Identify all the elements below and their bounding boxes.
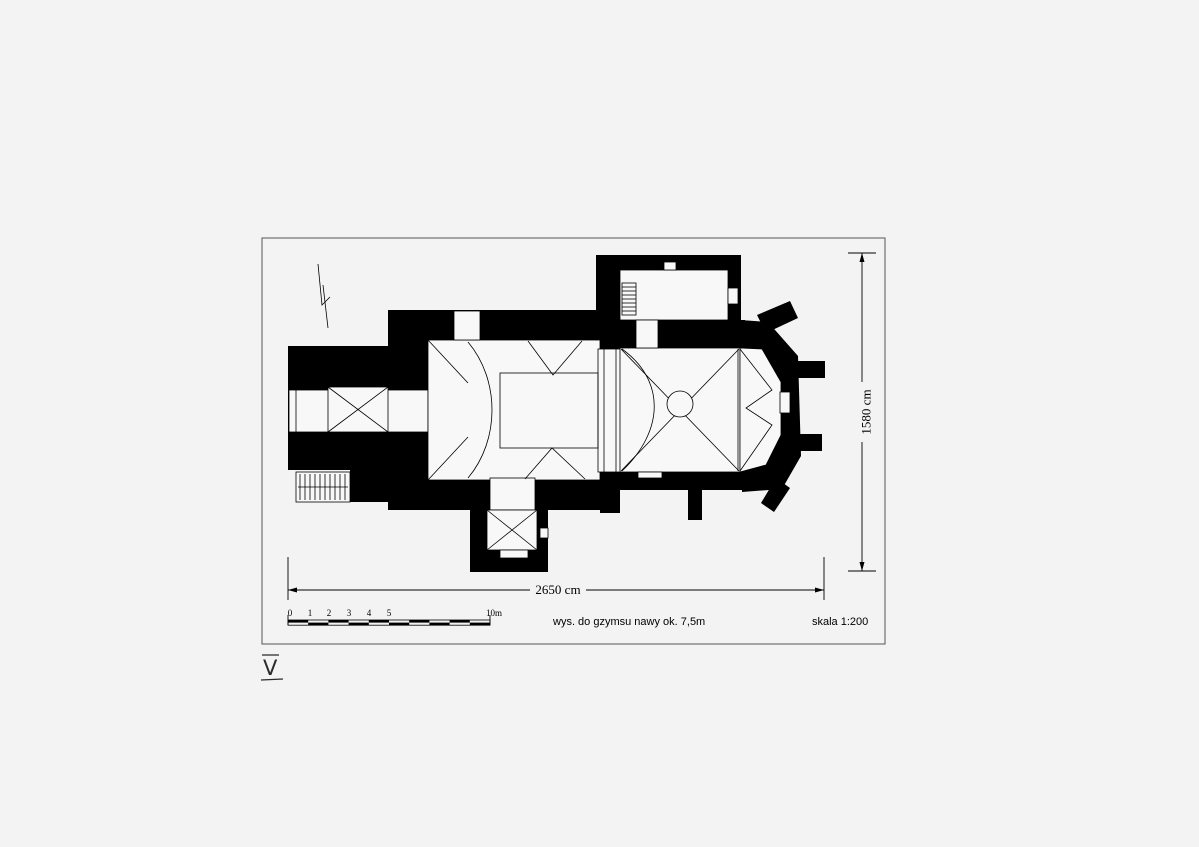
apse-buttress-east-upper <box>798 361 825 378</box>
sheet-mark-text: V <box>263 656 278 680</box>
scale-bar-label: 2 <box>327 608 332 618</box>
nave-vault-rib <box>527 340 583 376</box>
apse-vault-ribs <box>739 348 773 472</box>
scale-bar-segment <box>348 622 369 626</box>
width-dimension: 1580 cm <box>848 252 876 572</box>
north-arrow-head <box>317 263 331 306</box>
west-stair-treads <box>298 474 348 500</box>
apse-buttress-east-lower <box>798 434 822 451</box>
porch-door <box>499 549 529 559</box>
width-dimension-arrow-bottom <box>859 562 865 571</box>
width-dimension-label: 1580 cm <box>859 389 874 434</box>
chancel-south-window <box>637 471 663 479</box>
sacristy-north-window <box>663 261 677 271</box>
sacristy-door <box>635 319 659 349</box>
scale-bar-segment <box>429 622 450 626</box>
north-arrow <box>317 263 331 329</box>
width-dimension-arrow-top <box>859 253 865 262</box>
stair-enclosure-wall <box>350 470 388 502</box>
church-floor-plan <box>288 255 825 572</box>
nave-interior <box>427 339 601 481</box>
apse-interior <box>739 347 782 473</box>
tower-vault-rib <box>327 386 389 433</box>
length-dimension-arrow-left <box>288 587 297 593</box>
scale-bar-label: 10m <box>486 608 502 618</box>
scale-bar-segment <box>328 620 349 623</box>
scale-bar-label: 0 <box>288 608 293 618</box>
apse-buttress-south <box>761 478 790 512</box>
scale-bar-segment <box>449 620 470 623</box>
scale-bar-segment <box>368 620 389 623</box>
scale-bar-segment <box>409 620 430 623</box>
scale-bar-segment <box>389 622 410 626</box>
length-dimension-label-bg <box>530 583 586 597</box>
drawing-frame <box>261 237 886 645</box>
north-arrow-shaft <box>322 284 329 329</box>
sacristy-interior <box>619 269 729 321</box>
scale-bar-segment <box>308 622 329 626</box>
scale-bar-segment <box>288 620 309 623</box>
nave-vault-rib <box>524 447 586 480</box>
chancel-vault-arc <box>621 348 655 472</box>
scale-bar-label: 1 <box>308 608 313 618</box>
vault-lines <box>298 282 773 551</box>
sacristy-stair-treads <box>621 282 637 316</box>
nave-vault-arc <box>467 341 493 479</box>
apse-east-window <box>779 391 791 414</box>
nave-vault-rib <box>427 339 469 384</box>
scale-bar-segment <box>469 622 490 626</box>
chancel-arch <box>597 348 623 473</box>
sacristy-east-window <box>727 287 739 305</box>
apse-buttress-north <box>757 301 798 333</box>
scale-bar-label: 3 <box>347 608 352 618</box>
length-dimension: 2650 cm <box>287 557 825 600</box>
sheet-mark-underline <box>260 678 284 681</box>
scale-note: skala 1:200 <box>812 616 868 628</box>
porch-side-niche <box>539 527 549 539</box>
nave-chancel-corner-wall <box>600 488 620 513</box>
length-dimension-label: 2650 cm <box>535 582 580 597</box>
handwritten-sheet-mark: V <box>260 654 284 681</box>
porch-vault-rib <box>486 509 538 551</box>
length-dimension-arrow-right <box>815 587 824 593</box>
scale-bar-label: 5 <box>387 608 392 618</box>
width-dimension-label-bg <box>856 382 872 442</box>
nave-vault-rib <box>427 436 469 481</box>
porch-opening <box>489 477 536 511</box>
cornice-height-note: wys. do gzymsu nawy ok. 7,5m <box>552 616 705 628</box>
nave-vault-center-panel <box>499 372 599 449</box>
scale-bar-label: 4 <box>367 608 372 618</box>
scale-bar: 0 1 2 3 4 5 10m <box>287 608 502 626</box>
nave-north-window <box>453 310 481 341</box>
chancel-vault-boss <box>666 390 694 418</box>
chancel-buttress-south <box>688 488 702 520</box>
